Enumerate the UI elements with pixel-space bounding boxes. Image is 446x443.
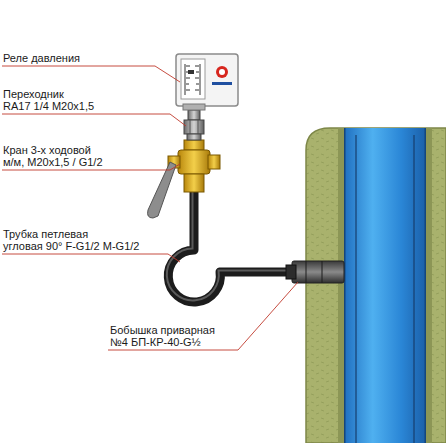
leader-lines (2, 66, 298, 350)
insulation (306, 128, 446, 443)
adapter (188, 110, 200, 120)
part-label: Бобышка приварная №4 БП-КР-40-G½ (110, 324, 215, 348)
loop-tube (168, 192, 292, 302)
three-way-valve (178, 150, 210, 174)
part-label: Реле давления (3, 52, 80, 64)
pressure-relay (176, 54, 238, 106)
part-label: Переходник RA17 1/4 M20x1,5 (3, 88, 94, 112)
weld-boss (292, 261, 344, 283)
part-label: Кран 3-х ходовой м/м, M20x1,5 / G1/2 (3, 144, 103, 168)
pipe (344, 128, 426, 443)
part-label: Трубка петлевая угловая 90° F-G1/2 M-G1/… (3, 228, 139, 252)
